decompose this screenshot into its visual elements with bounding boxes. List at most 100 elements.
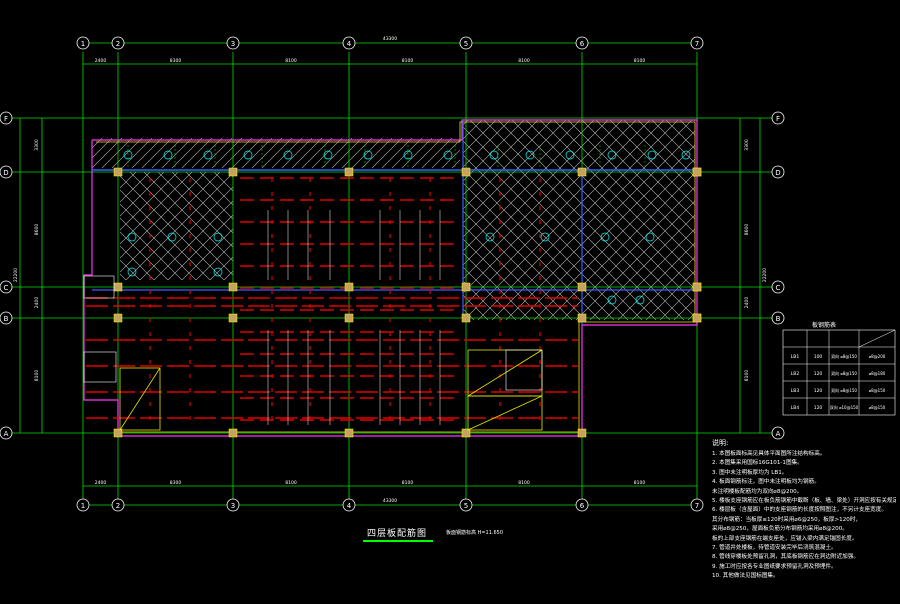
column [344, 167, 354, 177]
overall-dimension: 43300 [383, 36, 397, 42]
axis-label: 3 [231, 502, 235, 510]
axis-bubble [459, 498, 473, 512]
table-cell: 100 [814, 354, 823, 360]
overall-dimension: 43300 [383, 498, 397, 504]
axis-bubble [0, 111, 13, 125]
slab-label-circle [635, 295, 645, 305]
opening-box [83, 351, 117, 383]
axis-bubble [0, 311, 13, 325]
column [228, 313, 238, 323]
dimension-text: 8100 [634, 480, 646, 486]
slab-label-circle [213, 232, 223, 242]
table-cell: ⌀8@150 [869, 405, 886, 410]
column [461, 428, 471, 438]
dimension-text: 8100 [285, 480, 297, 486]
column [577, 313, 587, 323]
axis-label: 4 [347, 502, 352, 510]
axis-label: 7 [695, 502, 699, 510]
slab-label-circle [213, 267, 223, 277]
note-line: 6. 楼层板（含屋面）中的支座钢筋的长度按照图注，不另计支座宽度。 [712, 507, 887, 514]
table-cell: 双向 ⌀8@150 [831, 370, 857, 376]
slab-label-circle [127, 232, 137, 242]
column [113, 167, 123, 177]
column [461, 167, 471, 177]
dimension-text: 8100 [402, 58, 414, 64]
axis-bubble [771, 165, 785, 179]
dimension-text: 2400 [95, 58, 107, 64]
axis-label: 1 [81, 40, 85, 48]
opening-diagonal [119, 367, 161, 431]
table-cell: 120 [814, 388, 823, 394]
dimension-text: 22200 [762, 268, 768, 282]
axis-label: 6 [580, 502, 585, 510]
opening-box [83, 275, 115, 299]
slab-label-circle [363, 150, 373, 160]
rebar-table [782, 329, 896, 416]
axis-label: C [4, 284, 9, 292]
dimension-text: 8100 [634, 58, 646, 64]
column [113, 428, 123, 438]
dimension-text: 8100 [518, 58, 530, 64]
opening-box [505, 349, 543, 391]
axis-label: B [776, 315, 781, 323]
slab-label-circle [540, 232, 550, 242]
dimension-text: 8100 [285, 58, 297, 64]
slab-label-circle [123, 150, 133, 160]
table-cell: 120 [814, 371, 823, 377]
column [461, 282, 471, 292]
table-cell: ⌀8@200 [869, 354, 886, 359]
opening-box [119, 367, 161, 431]
dimension-text: 3300 [744, 139, 750, 151]
column [577, 428, 587, 438]
notes-heading: 说明: [712, 439, 729, 447]
column [577, 282, 587, 292]
axis-bubble [459, 36, 473, 50]
dimension-text: 8300 [170, 480, 182, 486]
column [113, 313, 123, 323]
note-line: 3. 图中未注明板厚均为 LB1。 [712, 469, 788, 476]
dimension-text: 2400 [744, 297, 750, 309]
axis-bubble [771, 426, 785, 440]
slab-label-circle [525, 150, 535, 160]
axis-label: 1 [81, 502, 85, 510]
notes-list: 1. 本图板面标高见具体平面图所注结构标高。2. 本图集采用国标16G101-1… [712, 450, 896, 582]
table-title: 板钢筋表 [812, 322, 837, 329]
axis-label: 3 [231, 40, 235, 48]
slab-label-circle [203, 150, 213, 160]
note-line: 2. 本图集采用国标16G101-1图集。 [712, 460, 803, 467]
slab-label-circle [489, 150, 499, 160]
slab-label-circle [163, 150, 173, 160]
slab-label-circle [565, 150, 575, 160]
table-cell: ⌀8@150 [869, 388, 886, 393]
axis-bubble [575, 498, 589, 512]
slab-label-circle [127, 267, 137, 277]
table-rule [858, 329, 896, 348]
hatch-region [92, 138, 460, 168]
axis-bubble [76, 498, 90, 512]
column [692, 282, 702, 292]
axis-bubble [111, 498, 125, 512]
column [228, 167, 238, 177]
axis-bubble [690, 36, 704, 50]
column [692, 167, 702, 177]
table-cell: LB1 [791, 354, 800, 360]
axis-label: D [775, 169, 780, 177]
column [577, 167, 587, 177]
axis-bubble [342, 36, 356, 50]
dimension-text: 8100 [34, 370, 40, 382]
note-line: 未注明楼板配筋均为双向⌀8@200。 [712, 488, 803, 495]
axis-bubble [226, 498, 240, 512]
title-underline [363, 540, 433, 542]
dimension-text: 22200 [13, 268, 19, 282]
note-line: 10. 其他做法见国标图集。 [712, 573, 779, 580]
axis-label: C [776, 284, 781, 292]
note-line: 4. 板面钢筋标注，图中未注明板均为钢筋。 [712, 479, 820, 486]
axis-bubble [226, 36, 240, 50]
column [344, 313, 354, 323]
dimension-text: 8600 [34, 224, 40, 236]
note-line: 8. 管线穿楼板处预留孔洞，其底板钢筋应在洞边附近加强。 [712, 554, 859, 561]
axis-label: A [776, 430, 781, 438]
opening-diagonal [467, 349, 543, 397]
axis-label: D [3, 169, 8, 177]
note-line: 采用⌀8@250，屋面板负筋分布钢筋均采用⌀8@200。 [712, 526, 848, 533]
